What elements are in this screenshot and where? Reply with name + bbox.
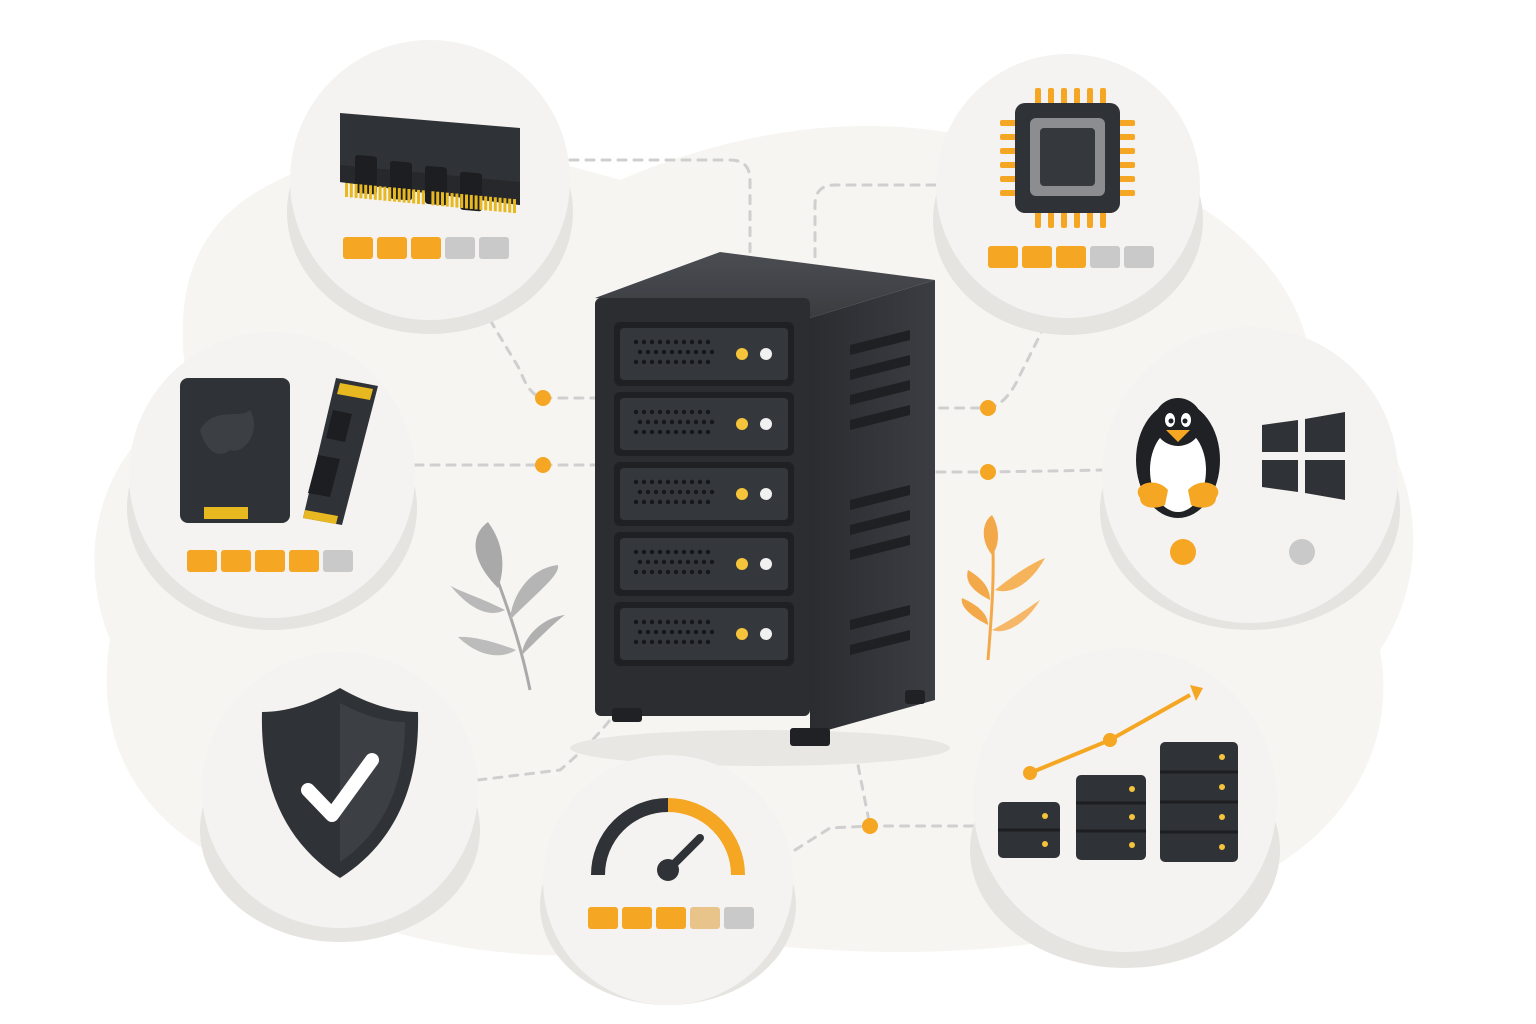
cpu-node <box>933 54 1203 335</box>
drive-bay <box>614 462 794 526</box>
ram-level-indicator <box>343 237 509 259</box>
ram-level-segment <box>445 237 475 259</box>
storage-node <box>127 332 417 630</box>
ram-level-segment <box>343 237 373 259</box>
gray-leaves-decoration <box>450 522 565 691</box>
ssd-nvme-icon <box>180 378 378 525</box>
ram-level-segment <box>411 237 441 259</box>
shield-check-icon <box>261 688 419 878</box>
cpu-chip-icon <box>1000 88 1135 228</box>
cpu-level-segment <box>988 246 1018 268</box>
cpu-level-indicator <box>988 246 1154 268</box>
storage-level-segment <box>323 550 353 572</box>
cpu-level-segment <box>1090 246 1120 268</box>
security-node <box>200 652 480 942</box>
speedometer-icon <box>591 798 745 881</box>
drive-bay <box>614 602 794 666</box>
connector-dots <box>535 390 996 834</box>
storage-level-segment <box>289 550 319 572</box>
orange-leaves-decoration <box>961 515 1045 661</box>
windows-logo-icon <box>1262 412 1345 500</box>
scaling-node <box>970 648 1280 968</box>
performance-node <box>540 755 796 1005</box>
cpu-level-segment <box>1022 246 1052 268</box>
performance-level-segment <box>724 907 754 929</box>
cpu-level-segment <box>1056 246 1086 268</box>
os-node <box>1100 327 1400 630</box>
cpu-level-segment <box>1124 246 1154 268</box>
tower-side-vents <box>850 330 910 655</box>
os-select-windows-dot[interactable] <box>1289 539 1315 565</box>
performance-level-segment <box>656 907 686 929</box>
drive-bays <box>614 322 794 666</box>
drive-bay <box>614 392 794 456</box>
ram-level-segment <box>479 237 509 259</box>
drive-bay <box>614 322 794 386</box>
storage-level-segment <box>187 550 217 572</box>
ram-node <box>287 40 573 334</box>
linux-tux-icon <box>1136 398 1220 518</box>
ram-module-icon <box>340 113 520 214</box>
ram-level-segment <box>377 237 407 259</box>
os-select-linux-dot[interactable] <box>1170 539 1196 565</box>
performance-level-indicator <box>588 907 754 929</box>
storage-level-segment <box>255 550 285 572</box>
performance-level-segment <box>588 907 618 929</box>
storage-level-segment <box>221 550 251 572</box>
performance-level-segment <box>690 907 720 929</box>
drive-bay <box>614 532 794 596</box>
storage-level-indicator <box>187 550 353 572</box>
performance-level-segment <box>622 907 652 929</box>
scaling-servers-icon <box>998 685 1238 862</box>
server-tower-icon <box>570 252 950 766</box>
